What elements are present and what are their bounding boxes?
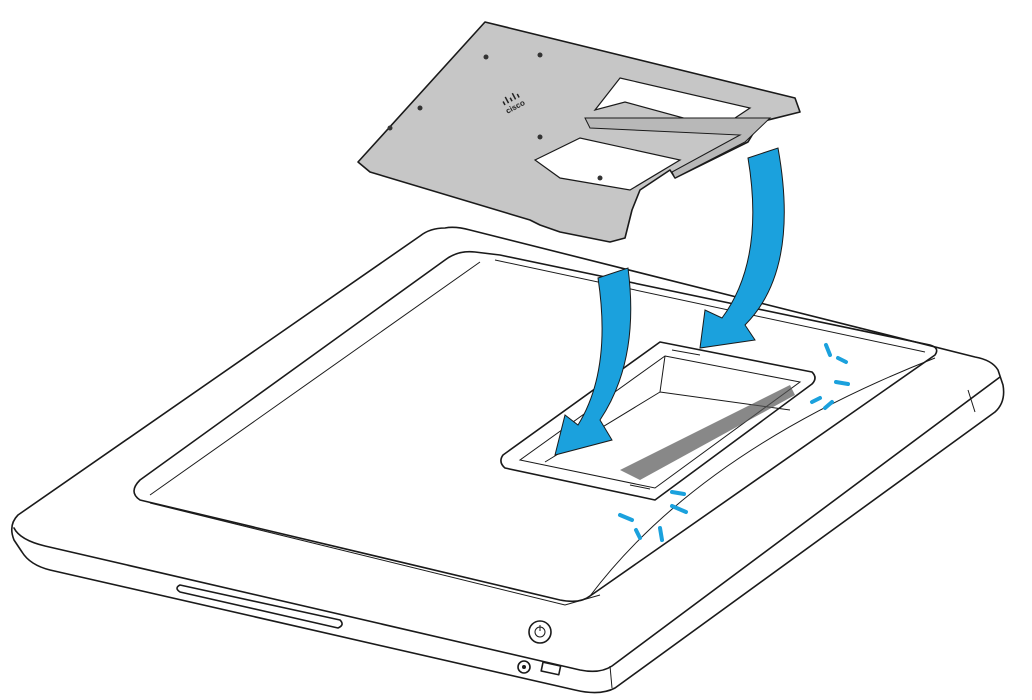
arrow-right bbox=[699, 147, 785, 349]
mounting-plate: cisco bbox=[357, 21, 801, 243]
snap-indicator-icon bbox=[618, 343, 850, 542]
mounting-recess bbox=[500, 341, 816, 501]
device-body bbox=[10, 226, 1005, 694]
insert-arrows bbox=[554, 147, 785, 456]
arrow-left bbox=[554, 267, 632, 456]
vent-grille bbox=[620, 385, 795, 480]
front-slot bbox=[176, 584, 343, 629]
usb-port-icon[interactable] bbox=[540, 661, 562, 676]
power-button-icon[interactable] bbox=[528, 620, 552, 644]
headphone-jack-icon[interactable] bbox=[517, 660, 531, 674]
